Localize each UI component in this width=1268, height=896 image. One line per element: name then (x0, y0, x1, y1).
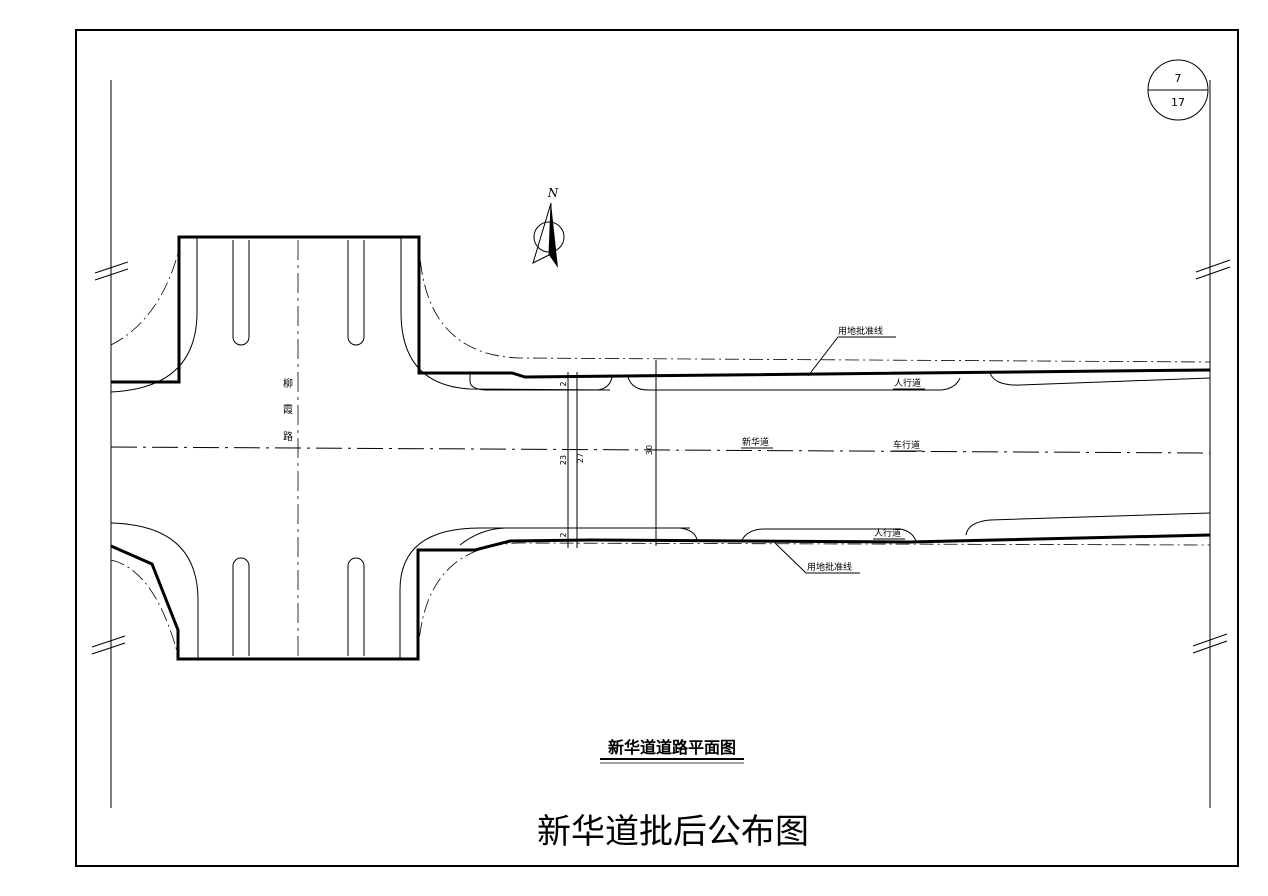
dimension-lines (560, 360, 657, 548)
sheet-number-badge: 7 17 (1147, 59, 1209, 121)
sheet-number: 7 (1175, 72, 1182, 85)
road-name-label: 新华道 (742, 436, 769, 448)
break-marks (91, 259, 1231, 655)
sidewalk-bottom-label: 人行道 (874, 527, 901, 539)
north-label: N (547, 186, 559, 200)
cross-road-char-3: 路 (283, 430, 293, 443)
sheet-frame (75, 29, 1239, 867)
stamp-text: 新华道批后公布图 (537, 812, 809, 852)
curb-lines (110, 237, 690, 659)
dim-sidewalk-bottom: 2 (559, 532, 568, 537)
dim-sidewalk-top: 2 (559, 381, 568, 386)
land-line-top-label: 用地批准线 (838, 325, 883, 337)
drawing-title: 新华道道路平面图 (608, 738, 736, 757)
center-lines (110, 236, 1211, 661)
dim-road-width: 27 (576, 453, 585, 463)
dim-land-width: 30 (645, 445, 654, 455)
sheet-total: 17 (1171, 96, 1185, 109)
cross-road-char-2: 霞 (283, 404, 293, 416)
label-leaders (741, 336, 925, 574)
carriageway-label: 车行道 (893, 439, 920, 451)
north-arrow-icon: N (532, 186, 565, 268)
cross-road-boundary (110, 235, 1211, 661)
median-islands (232, 240, 365, 656)
land-line-bottom-label: 用地批准线 (807, 561, 852, 573)
dim-carriageway: 23 (559, 455, 568, 465)
sidewalk-top-label: 人行道 (894, 377, 921, 389)
sidewalk-islands (459, 372, 1211, 546)
cross-road-char-1: 柳 (283, 377, 293, 390)
